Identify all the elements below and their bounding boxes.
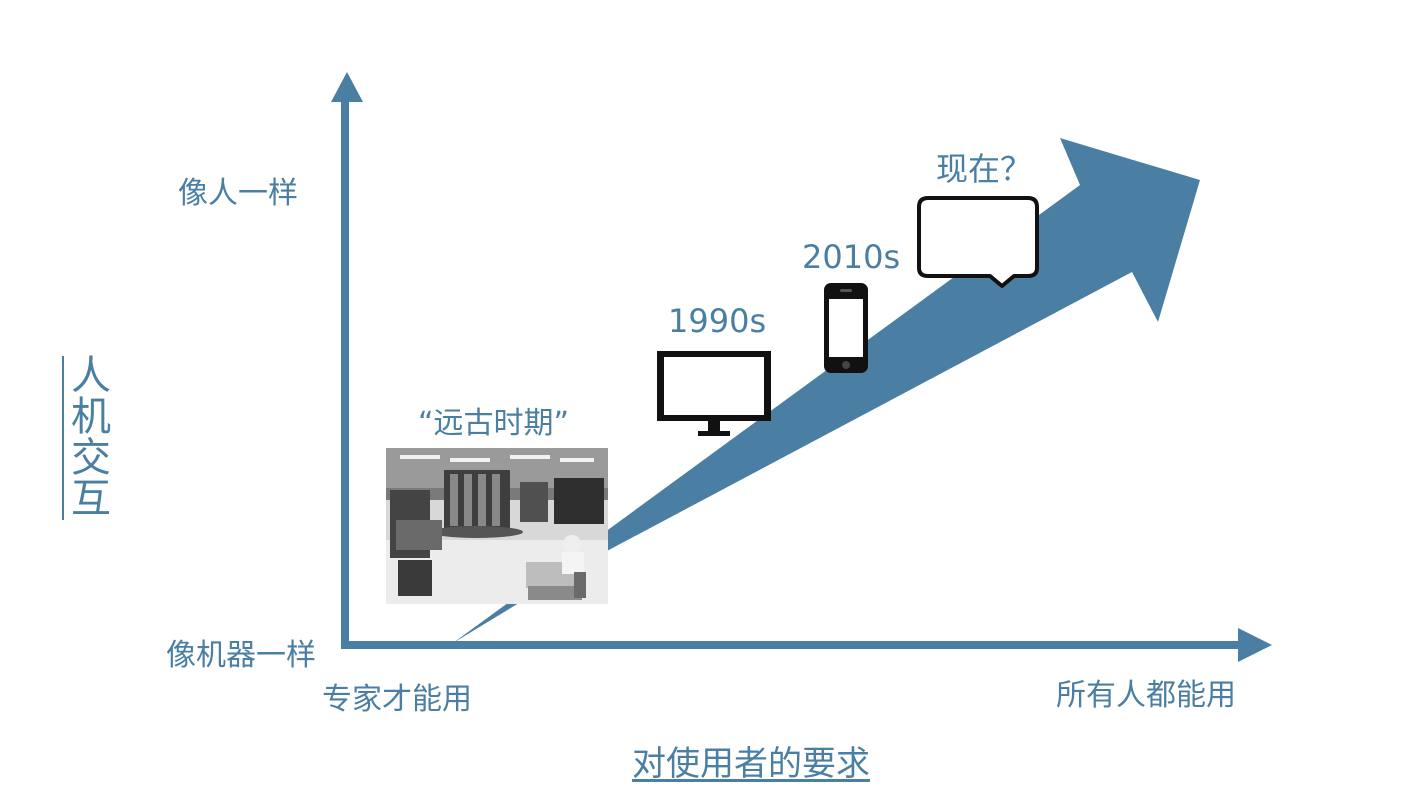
x-axis-title: 对使用者的要求 [632, 744, 870, 784]
y-axis-high-label: 像人一样 [178, 176, 298, 211]
y-axis-low-label: 像机器一样 [166, 638, 316, 673]
x-axis-low-label: 专家才能用 [322, 682, 472, 717]
x-axis-high-label: 所有人都能用 [1056, 678, 1236, 713]
y-axis-title-char: 机 [71, 394, 111, 440]
mainframe-photo-icon [386, 448, 608, 604]
y-axis-title-char: 人 [71, 353, 111, 399]
era-label-ancient: “远古时期” [418, 406, 570, 441]
era-label-now: 现在？ [936, 150, 1033, 188]
y-axis-arrowhead [331, 72, 363, 102]
smartphone-icon [824, 283, 868, 373]
era-label-1990s: 1990s [668, 302, 767, 340]
y-axis-title: 人 机 交 互 [62, 356, 114, 520]
y-axis-title-char: 互 [71, 476, 111, 522]
era-label-2010s: 2010s [802, 238, 901, 276]
speech-bubble-icon [917, 196, 1039, 288]
monitor-icon [657, 351, 771, 436]
y-axis-title-char: 交 [71, 435, 111, 481]
x-axis-arrowhead [1238, 628, 1272, 662]
